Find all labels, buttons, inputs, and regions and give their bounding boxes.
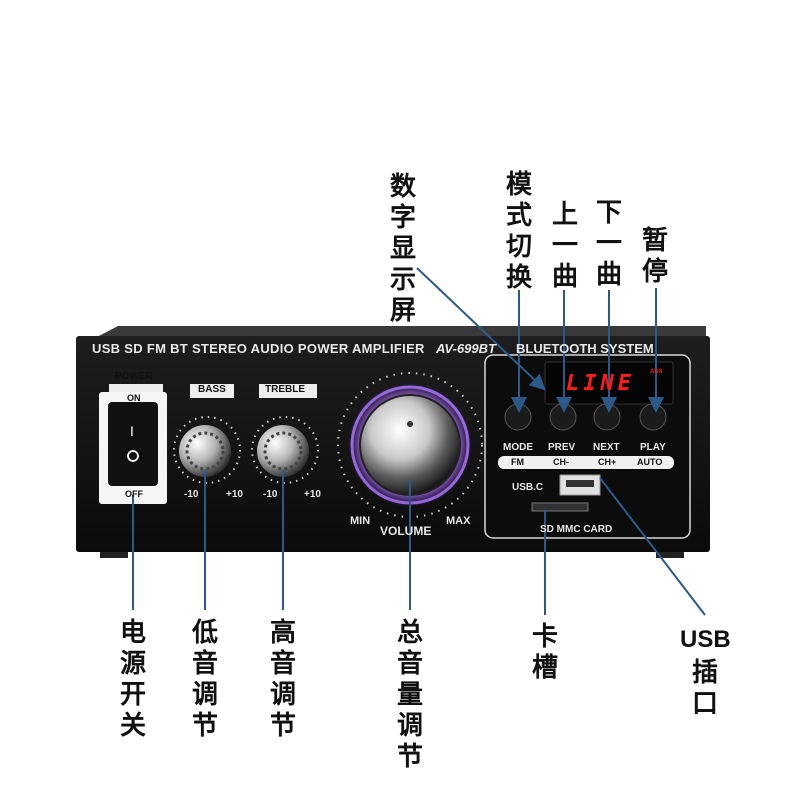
annotation-power-switch: 电源开关 — [119, 618, 146, 741]
next-label: NEXT — [593, 442, 620, 453]
display-readout: LINE — [566, 371, 635, 396]
model-number: AV-699BT — [436, 341, 496, 356]
volume-max-label: MAX — [446, 515, 471, 527]
annotation-pause: 暂停 — [641, 226, 668, 287]
panel-header: USB SD FM BT STEREO AUDIO POWER AMPLIFIE… — [92, 341, 425, 356]
ch-minus-label: CH- — [553, 457, 569, 467]
mode-label: MODE — [503, 442, 533, 453]
annotation-usb-line1: USB — [680, 626, 731, 653]
annotation-next-track: 下一曲 — [595, 198, 622, 290]
annotation-prev-track: 上一曲 — [551, 200, 578, 292]
ch-plus-label: CH+ — [598, 457, 617, 467]
treble-label: TREBLE — [265, 384, 305, 395]
next-button — [593, 403, 621, 431]
mode-button — [504, 403, 532, 431]
svg-text:I: I — [130, 423, 134, 439]
play-label: PLAY — [640, 442, 666, 453]
annotation-bass: 低音调节 — [191, 618, 218, 741]
volume-min-label: MIN — [350, 515, 371, 527]
annotation-mode-switch: 模式切换 — [505, 170, 532, 293]
power-label: POWER — [115, 371, 153, 382]
annotation-treble: 高音调节 — [269, 618, 296, 741]
annotation-usb-line2: 插口 — [691, 658, 718, 719]
treble-max-label: +10 — [304, 489, 321, 500]
annotation-volume: 总音量调节 — [396, 618, 423, 772]
display-badge: AUX — [650, 369, 663, 375]
bass-label: BASS — [198, 384, 226, 395]
prev-label: PREV — [548, 442, 576, 453]
bass-min-label: -10 — [184, 489, 199, 500]
usb-c-label: USB.C — [512, 482, 544, 493]
volume-knob — [337, 372, 483, 518]
power-rocker — [108, 402, 158, 486]
annotation-card-slot: 卡槽 — [531, 622, 558, 683]
treble-min-label: -10 — [263, 489, 278, 500]
bass-knob — [173, 416, 241, 484]
bass-max-label: +10 — [226, 489, 243, 500]
treble-knob — [251, 416, 319, 484]
play-button — [639, 403, 667, 431]
card-slot — [531, 502, 589, 512]
prev-button — [549, 403, 577, 431]
power-on-label: ON — [127, 393, 141, 403]
annotation-digital-display: 数字显示屏 — [389, 172, 416, 326]
fm-label: FM — [511, 457, 524, 467]
bluetooth-label: BLUETOOTH SYSTEM — [516, 341, 654, 356]
power-off-label: OFF — [125, 489, 143, 499]
volume-label: VOLUME — [380, 524, 432, 538]
sd-card-label: SD MMC CARD — [540, 524, 613, 535]
auto-label: AUTO — [637, 457, 663, 467]
